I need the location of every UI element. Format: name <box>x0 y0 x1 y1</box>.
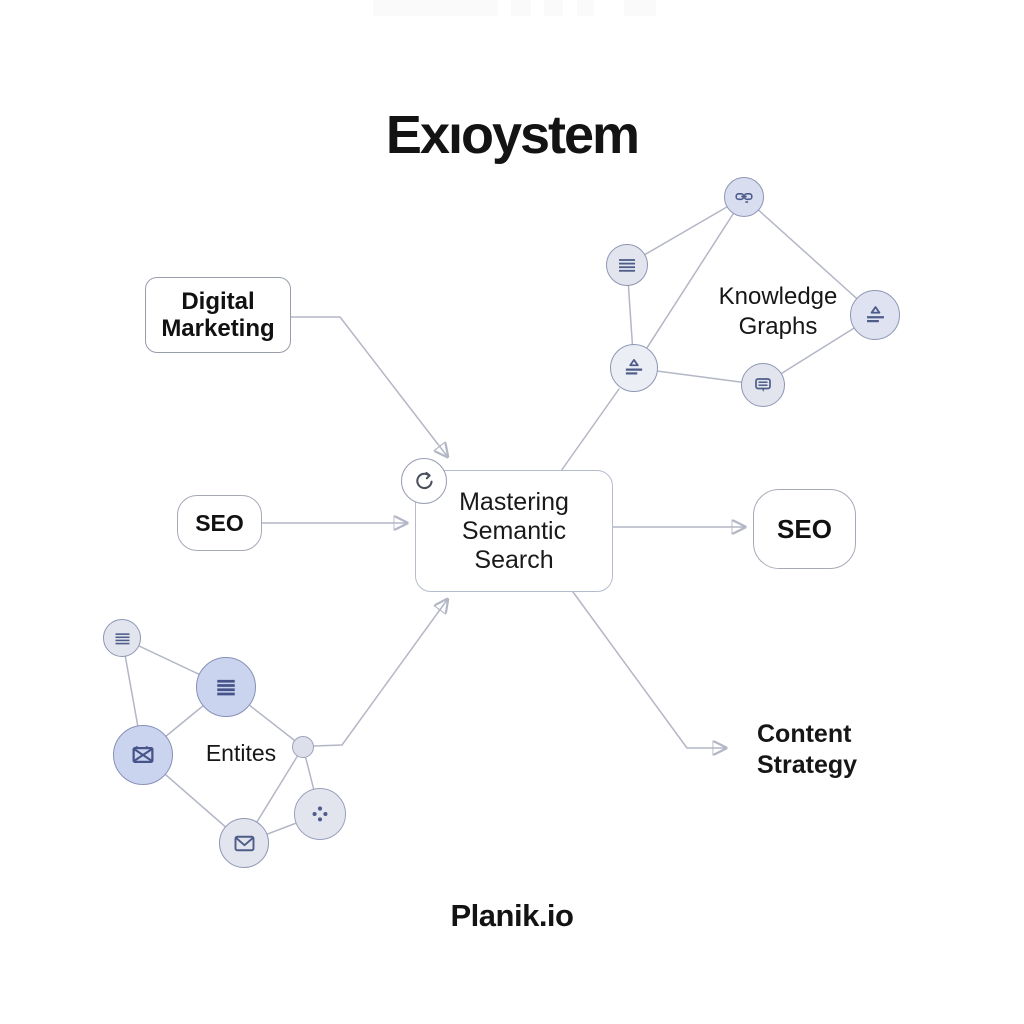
kg-node-document-large <box>850 290 900 340</box>
kg-node-document <box>610 344 658 392</box>
scatter-dots-icon <box>312 806 328 822</box>
node-seo-left: SEO <box>177 495 262 551</box>
central-line-1: Mastering <box>459 487 569 516</box>
central-badge <box>401 458 447 504</box>
ent-node-connector <box>292 736 314 758</box>
entities-label: Entites <box>205 740 277 766</box>
arrow-digital-marketing-to-central <box>290 316 447 456</box>
page-title: Exıoystem <box>385 105 640 165</box>
arrow-entities-to-central <box>313 600 447 747</box>
knowledge-graphs-line-2: Graphs <box>738 313 818 340</box>
list-lines-icon <box>217 679 235 696</box>
node-seo-right: SEO <box>753 489 856 569</box>
node-digital-marketing: Digital Marketing <box>145 277 291 353</box>
envelope-icon <box>234 835 254 851</box>
central-line-2: Semantic <box>461 516 567 545</box>
list-lines-icon <box>619 259 635 272</box>
kg-node-link <box>724 177 764 217</box>
ent-node-list-small <box>103 619 141 657</box>
seo-right-label: SEO <box>777 513 832 544</box>
content-strategy-label: Content Strategy <box>757 719 857 781</box>
content-strategy-line-1: Content <box>757 720 852 748</box>
document-chart-icon <box>866 305 884 322</box>
kg-node-message <box>741 363 785 407</box>
central-node-mastering-semantic-search: Mastering Semantic Search <box>415 470 613 592</box>
kg-node-list <box>606 244 648 286</box>
knowledge-graphs-label: Knowledge Graphs <box>688 282 868 342</box>
render-artifact <box>511 0 531 16</box>
digital-marketing-line-2: Marketing <box>161 315 275 342</box>
render-artifact <box>577 0 594 16</box>
document-chart-icon <box>625 359 643 375</box>
main-connectors <box>261 316 744 748</box>
ent-node-list-large <box>196 657 256 717</box>
digital-marketing-line-1: Digital <box>181 288 255 315</box>
list-lines-icon <box>115 632 129 644</box>
knowledge-graphs-line-1: Knowledge <box>718 283 838 310</box>
render-artifact <box>373 0 498 16</box>
seo-left-label: SEO <box>195 509 244 536</box>
speech-bubble-icon <box>755 378 771 392</box>
watermark-text: Planik.io <box>450 898 574 933</box>
arrow-central-to-content-strategy <box>572 591 725 748</box>
ent-node-envelope <box>219 818 269 868</box>
render-artifact <box>624 0 656 16</box>
ent-node-envelope-cross <box>113 725 173 785</box>
content-strategy-line-2: Strategy <box>757 751 858 779</box>
ent-node-dots <box>294 788 346 840</box>
central-line-3: Search <box>474 545 554 574</box>
render-artifact <box>544 0 563 16</box>
refresh-icon <box>416 471 433 490</box>
envelope-cross-icon <box>132 746 154 763</box>
link-icon <box>735 193 753 203</box>
